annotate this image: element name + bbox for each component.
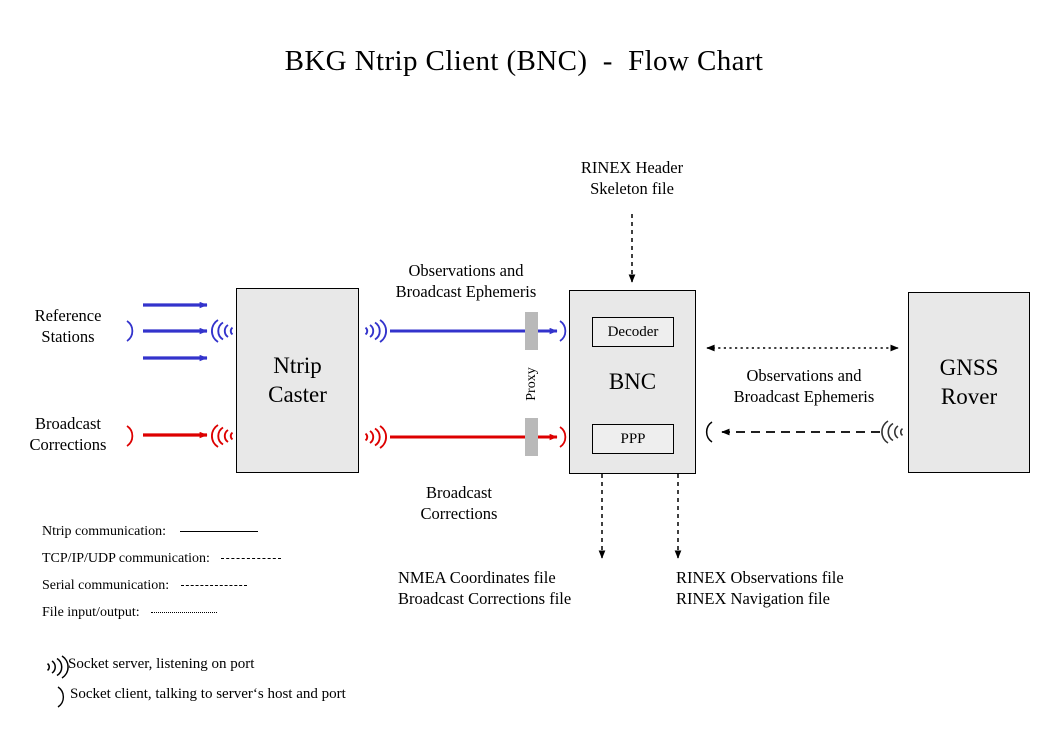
- legend-label-ntrip: Ntrip communication:: [42, 524, 167, 539]
- label-rinex-header-skeleton: RINEX Header Skeleton file: [580, 158, 684, 198]
- label-reference-stations: Reference Stations: [34, 306, 102, 346]
- label-bnc-to-rover: Observations and Broadcast Ephemeris: [733, 366, 875, 406]
- socket-client-icon-reference-stations: [126, 320, 134, 342]
- label-caster-to-bnc-observations: Observations and Broadcast Ephemeris: [395, 261, 537, 301]
- legend-label-serial: Serial communication:: [42, 578, 170, 593]
- legend-label-fileio: File input/output:: [42, 605, 140, 620]
- legend-line-styles: Ntrip communication: TCP/IP/UDP communic…: [42, 524, 372, 632]
- box-ntrip-caster[interactable]: Ntrip Caster: [236, 288, 359, 473]
- socket-server-icon-rover: [881, 420, 904, 444]
- socket-client-icon: [57, 686, 64, 708]
- socket-server-icon-caster-left-corr: [211, 424, 234, 448]
- socket-client-icon-bnc-corr: [559, 426, 567, 448]
- socket-server-icon-caster-right-obs: [364, 319, 387, 343]
- box-gnss-rover-label: GNSS Rover: [939, 355, 999, 409]
- box-gnss-rover[interactable]: GNSS Rover: [908, 292, 1030, 473]
- legend-row-fileio: File input/output:: [42, 605, 372, 632]
- proxy-bar-top: [525, 312, 538, 350]
- socket-server-icon-caster-right-corr: [364, 425, 387, 449]
- legend-label-socket-server: Socket server, listening on port: [68, 656, 255, 672]
- label-broadcast-corrections-source: Broadcast Corrections: [29, 414, 107, 454]
- legend-row-ntrip: Ntrip communication:: [42, 524, 372, 551]
- proxy-bar-bottom: [525, 418, 538, 456]
- socket-client-icon-bnc-obs: [559, 320, 567, 342]
- label-rinex-output-files: RINEX Observations file RINEX Navigation…: [676, 568, 844, 608]
- legend-label-tcpip: TCP/IP/UDP communication:: [42, 551, 210, 566]
- legend-row-tcpip: TCP/IP/UDP communication:: [42, 551, 372, 578]
- legend-swatch-solid: [179, 531, 258, 533]
- page-title: BKG Ntrip Client (BNC) - Flow Chart: [284, 45, 764, 77]
- arrow-reference-stations: [143, 301, 208, 362]
- legend-row-socket-client: Socket client, talking to server‘s host …: [40, 682, 470, 712]
- socket-client-icon-bnc-serial: [705, 421, 713, 443]
- legend-swatch-dotted: [151, 612, 218, 614]
- socket-server-icon: [46, 655, 69, 679]
- proxy-label: Proxy: [524, 367, 539, 401]
- box-ppp[interactable]: PPP: [592, 424, 674, 454]
- legend-swatch-dashdot: [180, 585, 247, 587]
- box-ntrip-caster-label: Ntrip Caster: [268, 353, 327, 407]
- label-nmea-output-files: NMEA Coordinates file Broadcast Correcti…: [398, 568, 572, 608]
- legend-row-serial: Serial communication:: [42, 578, 372, 605]
- socket-server-icon-caster-left: [211, 319, 234, 343]
- legend-row-socket-server: Socket server, listening on port: [40, 652, 470, 682]
- socket-client-icon-broadcast-corrections: [126, 425, 134, 447]
- legend-socket-symbols: Socket server, listening on port Socket …: [40, 652, 470, 712]
- label-caster-to-bnc-corrections: Broadcast Corrections: [420, 483, 498, 523]
- box-bnc-label: BNC: [608, 368, 657, 394]
- legend-swatch-dashed: [221, 558, 282, 560]
- legend-label-socket-client: Socket client, talking to server‘s host …: [70, 686, 346, 702]
- box-decoder[interactable]: Decoder: [592, 317, 674, 347]
